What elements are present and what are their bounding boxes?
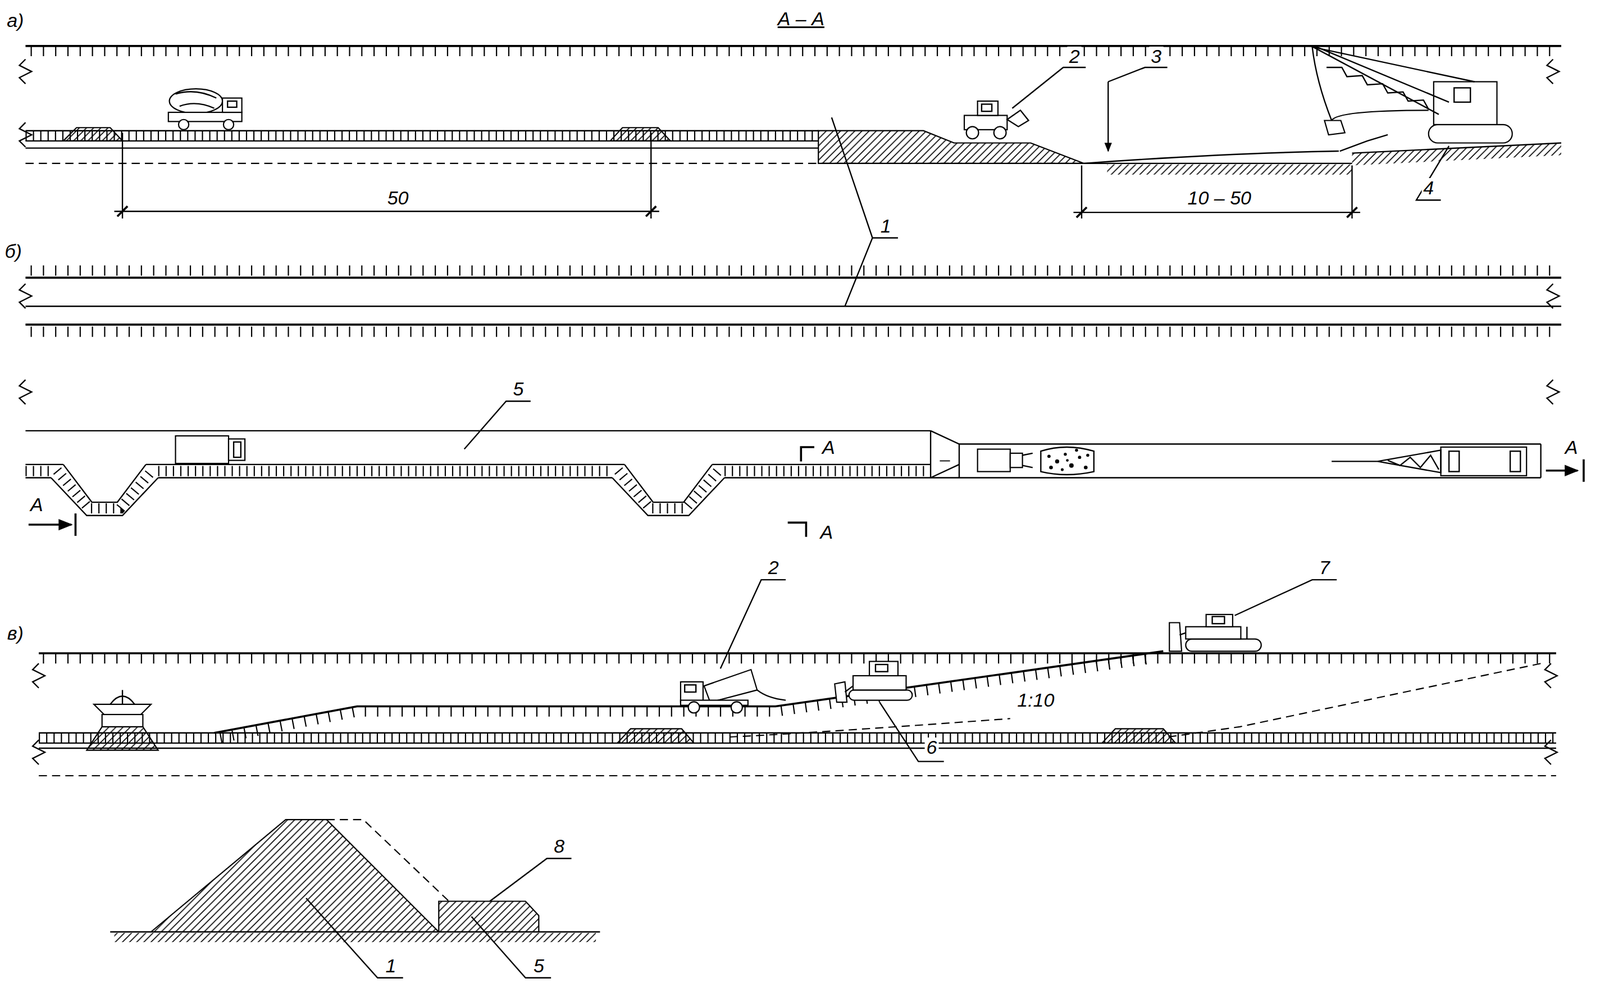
section-mark: А	[28, 494, 45, 514]
mixer-truck	[168, 88, 243, 130]
callout-number: 1	[878, 216, 893, 236]
gravel-pile	[1040, 447, 1094, 475]
panel-letter: а)	[5, 10, 26, 30]
callout-number: 2	[1067, 46, 1082, 66]
panel-letter: в)	[5, 623, 26, 643]
slope-ratio: 1:10	[1015, 690, 1056, 710]
callout-number: 2	[766, 557, 781, 577]
panel-b-plan	[19, 270, 1584, 537]
callout-number: 5	[511, 379, 526, 399]
bulldozer	[1169, 614, 1262, 651]
bulldozer	[834, 661, 913, 703]
callout-number: 1	[383, 955, 398, 975]
panel-letter: б)	[2, 241, 24, 261]
dump-truck	[680, 669, 786, 713]
dimension: 50	[385, 188, 411, 208]
section-mark: А	[818, 522, 835, 542]
cross-section	[110, 819, 600, 978]
section-mark: А	[1563, 437, 1580, 457]
panel-a	[19, 46, 1562, 307]
dragline-crane	[1311, 46, 1513, 144]
callout-number: 7	[1317, 557, 1332, 577]
callout-number: 3	[1149, 46, 1164, 66]
section-mark: А	[820, 437, 837, 457]
callout-number: 6	[924, 737, 939, 757]
panel-c	[32, 579, 1558, 776]
paver	[86, 689, 158, 750]
callout-number: 5	[531, 955, 546, 975]
callout-number: 8	[552, 836, 567, 856]
callout-number: 4	[1421, 178, 1436, 198]
dimension: 10 – 50	[1186, 188, 1253, 208]
section-title: А – А	[776, 8, 827, 29]
loader	[964, 101, 1029, 139]
